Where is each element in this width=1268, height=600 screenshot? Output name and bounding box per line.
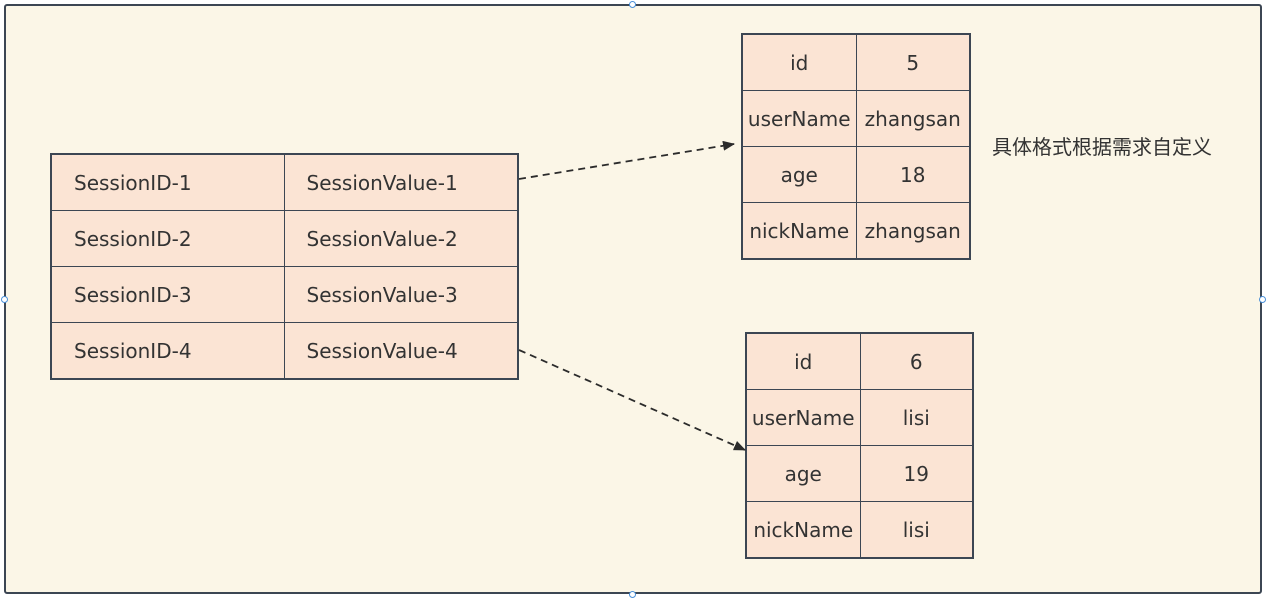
field-name-cell: id — [741, 33, 857, 91]
object-row: nickName zhangsan — [741, 202, 971, 260]
resize-handle-right[interactable] — [1259, 296, 1266, 303]
field-value-cell: 19 — [859, 445, 974, 502]
object-row: id 6 — [745, 332, 974, 390]
object-row: age 19 — [745, 445, 974, 502]
field-value-cell: 18 — [855, 146, 971, 203]
object-row: nickName lisi — [745, 501, 974, 559]
session-id-cell: SessionID-2 — [50, 210, 285, 267]
resize-handle-left[interactable] — [1, 296, 8, 303]
resize-handle-bottom[interactable] — [629, 591, 636, 598]
field-name-cell: id — [745, 332, 861, 390]
field-name-cell: nickName — [745, 501, 861, 559]
session-value-cell: SessionValue-3 — [283, 266, 519, 323]
object-row: userName lisi — [745, 389, 974, 446]
object-row: id 5 — [741, 33, 971, 91]
session-id-cell: SessionID-1 — [50, 153, 285, 211]
session-row: SessionID-2 SessionValue-2 — [50, 210, 519, 267]
field-name-cell: age — [741, 146, 857, 203]
arrow-session4-to-object2 — [518, 349, 746, 451]
field-value-cell: lisi — [859, 501, 974, 559]
session-value-cell: SessionValue-4 — [283, 322, 519, 380]
session-value-cell: SessionValue-2 — [283, 210, 519, 267]
object-row: userName zhangsan — [741, 90, 971, 147]
field-value-cell: 5 — [855, 33, 971, 91]
session-id-cell: SessionID-4 — [50, 322, 285, 380]
object-row: age 18 — [741, 146, 971, 203]
session-row: SessionID-4 SessionValue-4 — [50, 322, 519, 380]
field-name-cell: userName — [745, 389, 861, 446]
field-value-cell: lisi — [859, 389, 974, 446]
session-row: SessionID-3 SessionValue-3 — [50, 266, 519, 323]
arrow-session1-to-object1 — [518, 140, 735, 180]
field-value-cell: 6 — [859, 332, 974, 390]
field-value-cell: zhangsan — [855, 90, 971, 147]
session-id-cell: SessionID-3 — [50, 266, 285, 323]
session-value-cell: SessionValue-1 — [283, 153, 519, 211]
session-table: SessionID-1 SessionValue-1 SessionID-2 S… — [50, 153, 519, 380]
session-object-table-1: id 5 userName zhangsan age 18 nickName z… — [741, 33, 971, 260]
field-name-cell: age — [745, 445, 861, 502]
field-name-cell: nickName — [741, 202, 857, 260]
resize-handle-top[interactable] — [629, 1, 636, 8]
format-note: 具体格式根据需求自定义 — [992, 135, 1212, 159]
session-object-table-2: id 6 userName lisi age 19 nickName lisi — [745, 332, 974, 559]
field-value-cell: zhangsan — [855, 202, 971, 260]
field-name-cell: userName — [741, 90, 857, 147]
session-row: SessionID-1 SessionValue-1 — [50, 153, 519, 211]
